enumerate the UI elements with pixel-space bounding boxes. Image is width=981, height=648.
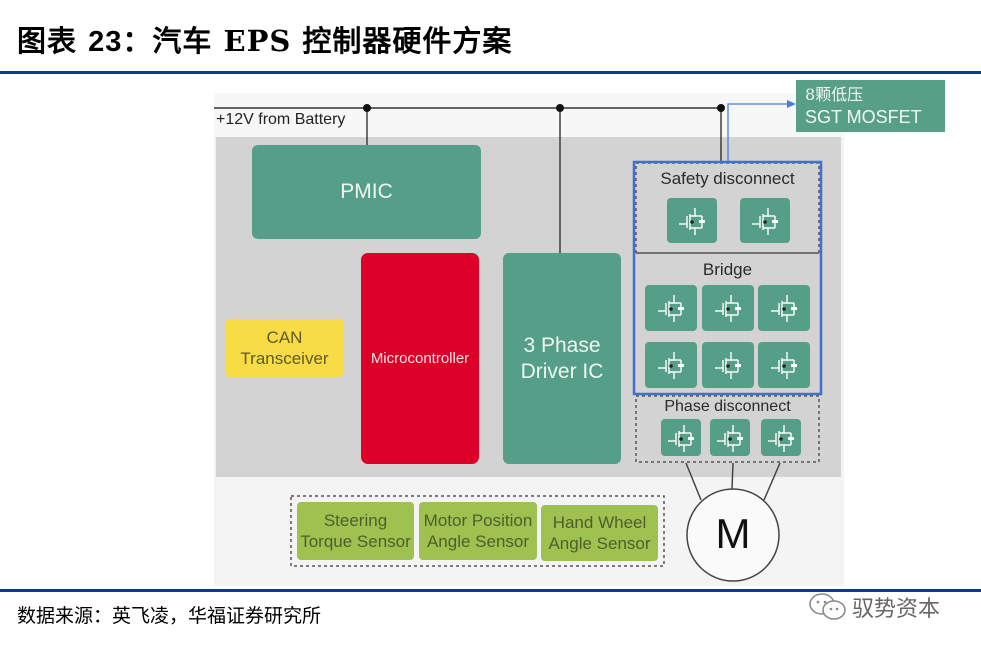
motor-wire (763, 462, 781, 501)
junction-dot (363, 104, 371, 112)
bridge-mosfet-tile (702, 342, 754, 388)
sensor-label-line2: Angle Sensor (426, 532, 530, 551)
bridge-mosfet-tile (758, 342, 810, 388)
motor-label: M (715, 510, 751, 557)
driver-label-line2: Driver IC (520, 359, 604, 383)
sensor-dashed-box (290, 495, 665, 567)
safety-mosfet-tile (667, 198, 717, 243)
bridge-mosfet-tile (645, 342, 697, 388)
highlight-box (632, 160, 823, 396)
mosfet-icon (668, 424, 694, 452)
sensor-label-line1: Hand Wheel (552, 513, 647, 532)
motor-circle (686, 488, 780, 582)
microcontroller-label: Microcontroller (370, 350, 470, 367)
driver-label-line1: 3 Phase (523, 333, 601, 357)
can-transceiver-block: CAN Transceiver (226, 319, 343, 377)
bottom-rule (0, 589, 981, 592)
phase-mosfet-tile (661, 419, 701, 456)
junction-dot (556, 104, 564, 112)
callout-line1: 8颗低压 (805, 85, 864, 104)
pmic-block: PMIC (252, 145, 481, 239)
power-strip (214, 93, 844, 137)
phase-mosfet-tile (710, 419, 750, 456)
phase-disconnect-label: Phase disconnect (664, 398, 791, 415)
callout-line2: SGT MOSFET (805, 107, 922, 127)
top-rule (0, 71, 981, 74)
mosfet-icon (768, 424, 794, 452)
driver-ic-block: 3 Phase Driver IC (503, 253, 621, 464)
motor-wire (685, 462, 702, 501)
can-label-line2: Transceiver (240, 349, 329, 368)
can-label-line1: CAN (266, 328, 303, 347)
mosfet-icon (679, 207, 705, 235)
mosfet-icon (715, 295, 741, 322)
sensor-label-line2: Torque Sensor (300, 532, 411, 551)
bridge-label: Bridge (702, 260, 753, 279)
microcontroller-block: Microcontroller (361, 253, 479, 464)
watermark-text: 驭势资本 (852, 596, 941, 621)
mosfet-icon (771, 352, 797, 379)
power-rail-label: +12V from Battery (216, 111, 346, 128)
bridge-mosfet-tile (758, 285, 810, 331)
title-text: ：汽车 EPS 控制器硬件方案 (122, 24, 513, 58)
sensor-label-line1: Motor Position (423, 511, 533, 530)
mosfet-icon (717, 424, 743, 452)
callout-arrow-line (727, 103, 788, 163)
safety-disconnect-label: Safety disconnect (660, 169, 795, 188)
sensor-label-line2: Angle Sensor (548, 534, 651, 553)
title-number: 23 (88, 26, 123, 58)
mosfet-icon (771, 295, 797, 322)
bridge-mosfet-tile (702, 285, 754, 331)
mosfet-icon (715, 352, 741, 379)
phase-dashed-box (635, 395, 820, 463)
sensor-label-line1: Steering (323, 511, 388, 530)
junction-dot (717, 104, 725, 112)
watermark: 驭势资本 (808, 591, 940, 623)
mosfet-icon (752, 207, 778, 235)
source-note: 数据来源：英飞凌，华福证券研究所 (17, 605, 322, 627)
safety-mosfet-tile (740, 198, 790, 243)
wechat-icon (809, 593, 846, 620)
phase-mosfet-tile (761, 419, 801, 456)
bridge-mosfet-tile (645, 285, 697, 331)
pmic-label: PMIC (340, 180, 393, 203)
title-prefix: 图表 (17, 24, 89, 58)
callout-arrowhead (787, 100, 796, 108)
mosfet-callout: 8颗低压 SGT MOSFET (796, 80, 945, 132)
mosfet-icon (658, 352, 684, 379)
figure-title: 图表 23：汽车 EPS 控制器硬件方案 (17, 18, 512, 60)
motor-wire (731, 462, 734, 490)
mosfet-icon (658, 295, 684, 322)
